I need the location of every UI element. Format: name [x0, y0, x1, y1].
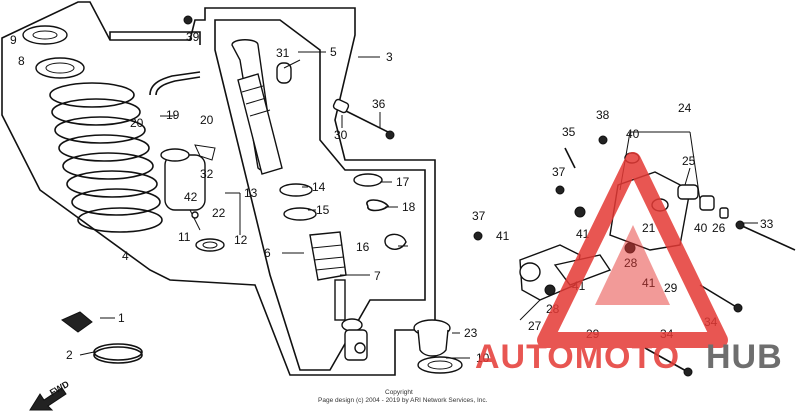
label-20b: 20 [200, 113, 214, 127]
label-27: 27 [528, 319, 542, 333]
label-6: 6 [264, 246, 271, 260]
label-40a: 40 [626, 127, 640, 141]
label-16: 16 [356, 240, 370, 254]
label-14: 14 [312, 180, 326, 194]
label-7: 7 [374, 269, 381, 283]
inner-frame [214, 19, 426, 371]
label-25: 25 [682, 154, 696, 168]
frame-step [109, 31, 201, 45]
label-32: 32 [200, 167, 214, 181]
label-37a: 37 [552, 165, 566, 179]
label-21: 21 [642, 221, 656, 235]
label-20a: 20 [130, 116, 144, 130]
spring [49, 82, 163, 233]
reservoir [149, 71, 225, 252]
label-39: 39 [186, 30, 200, 44]
linkage-bolts [183, 15, 796, 377]
label-23: 23 [464, 326, 478, 340]
label-33: 33 [760, 217, 774, 231]
copyright-text: Page design (c) 2004 - 2019 by ARI Netwo… [318, 397, 488, 404]
label-40b: 40 [694, 221, 708, 235]
label-11: 11 [178, 230, 191, 244]
label-1: 1 [118, 311, 125, 325]
label-2: 2 [66, 348, 73, 362]
copyright-title: Copyright [385, 389, 413, 396]
fwd-arrow-icon [29, 387, 67, 411]
clamp-band [61, 311, 143, 364]
automotohub-watermark: AUTOMOTO HUB [475, 152, 783, 376]
outer-frame [1, 1, 436, 376]
label-24: 24 [678, 101, 692, 115]
label-5: 5 [330, 45, 337, 59]
label-37b: 37 [472, 209, 486, 223]
label-12: 12 [234, 233, 248, 247]
label-18: 18 [402, 200, 416, 214]
label-17: 17 [396, 175, 410, 189]
label-29a: 29 [664, 281, 678, 295]
label-22: 22 [212, 206, 226, 220]
shock-absorber [231, 39, 368, 361]
bolt-36 [332, 98, 395, 140]
label-13: 13 [244, 186, 258, 200]
label-19: 19 [166, 108, 180, 122]
label-26: 26 [712, 221, 726, 235]
watermark-text-hub: HUB [706, 338, 783, 376]
label-30: 30 [334, 128, 348, 142]
label-4: 4 [122, 249, 129, 263]
spring-seat-rings [22, 25, 85, 79]
bump-rubber [413, 319, 463, 374]
label-38: 38 [596, 108, 610, 122]
label-9: 9 [10, 33, 17, 47]
label-36: 36 [372, 97, 386, 111]
label-15: 15 [316, 203, 330, 217]
label-41a: 41 [496, 229, 510, 243]
fwd-indicator: FWD [29, 379, 71, 411]
label-8: 8 [18, 54, 25, 68]
label-3: 3 [386, 50, 393, 64]
label-35: 35 [562, 125, 576, 139]
label-10: 10 [476, 351, 490, 365]
label-31: 31 [276, 46, 290, 60]
watermark-text-automoto: AUTOMOTO [475, 338, 680, 376]
label-42: 42 [184, 190, 198, 204]
warning-triangle-icon [537, 152, 728, 348]
leader-lines [79, 51, 758, 359]
